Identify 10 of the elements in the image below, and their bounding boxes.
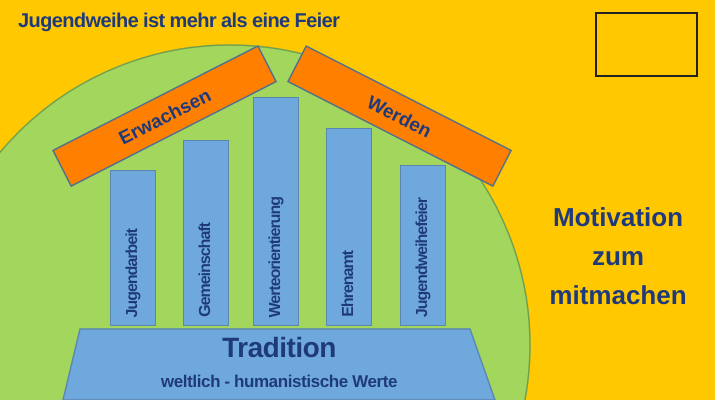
foundation-subtitle: weltlich - humanistische Werte [160, 372, 398, 392]
empty-frame [595, 12, 698, 77]
pillar: Gemeinschaft [183, 140, 229, 326]
pillar: Jugendweihefeier [400, 165, 446, 326]
pillar: Jugendarbeit [110, 170, 156, 326]
foundation-heading: Tradition [221, 332, 337, 364]
title: Jugendweihe ist mehr als eine Feier [18, 10, 340, 33]
side-note: Motivation zum mitmachen [548, 201, 688, 312]
pillar: Ehrenamt [326, 128, 372, 326]
pillar: Werteorientierung [253, 97, 299, 326]
